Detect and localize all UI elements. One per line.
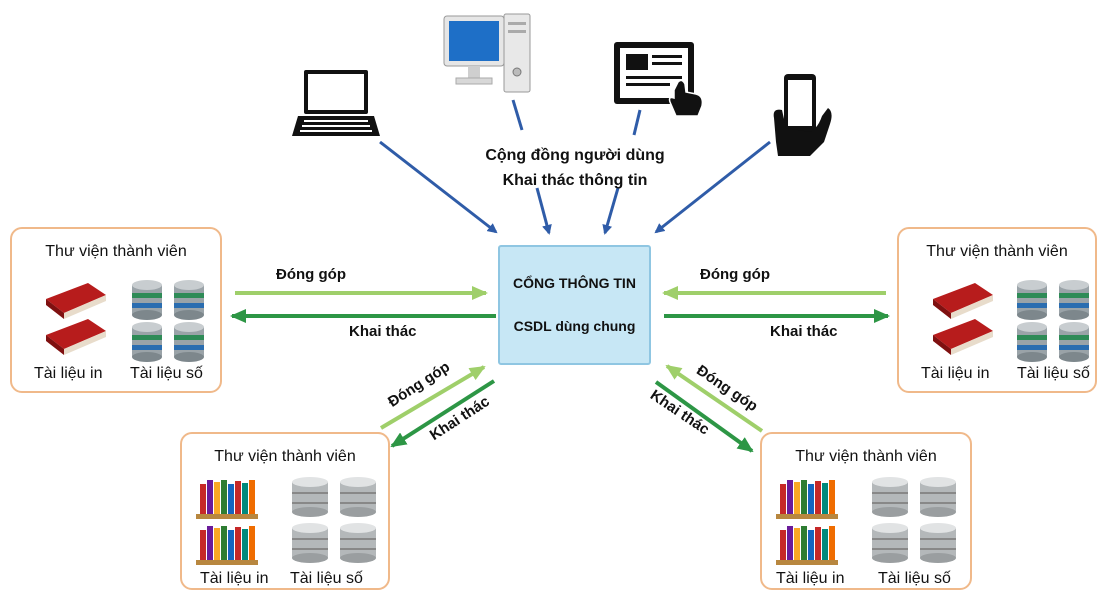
digital-docs-label: Tài liệu số xyxy=(1017,365,1090,382)
digital-docs-label: Tài liệu số xyxy=(290,570,363,587)
desktop-computer-icon xyxy=(442,10,532,94)
bookshelf-icon xyxy=(194,476,260,568)
right-exploit-label: Khai thác xyxy=(770,323,838,340)
user-community-label: Cộng đồng người dùng Khai thác thông tin xyxy=(455,143,695,193)
library-title: Thư viện thành viên xyxy=(214,448,356,465)
print-docs-label: Tài liệu in xyxy=(200,570,269,587)
bottom-right-contribute-arrow xyxy=(665,364,764,433)
bottom-left-exploit-arrow xyxy=(390,379,496,448)
tablet-touch-icon xyxy=(612,40,706,116)
library-bottom-left: Thư viện thành viên xyxy=(180,432,390,590)
print-docs-label: Tài liệu in xyxy=(921,365,990,382)
library-title: Thư viện thành viên xyxy=(926,243,1068,260)
library-bottom-right: Thư viện thành viên xyxy=(760,432,972,590)
shared-database-label: CSDL dùng chung xyxy=(513,318,636,334)
laptop-icon xyxy=(292,68,380,140)
portal-title: CỔNG THÔNG TIN xyxy=(513,275,636,291)
portal-hub: CỔNG THÔNG TIN CSDL dùng chung xyxy=(498,245,651,365)
digital-database-icon xyxy=(130,279,210,363)
phone-to-hub-arrow xyxy=(654,140,771,234)
tablet-to-hub-arrow xyxy=(602,187,620,235)
print-docs-label: Tài liệu in xyxy=(34,365,103,382)
print-docs-label: Tài liệu in xyxy=(776,570,845,587)
digital-docs-label: Tài liệu số xyxy=(130,365,203,382)
print-books-icon xyxy=(42,277,110,359)
desktop-to-hub-arrow xyxy=(535,187,552,235)
left-contribute-label: Đóng góp xyxy=(276,266,346,283)
digital-database-icon xyxy=(290,476,380,566)
laptop-to-hub-arrow xyxy=(379,140,498,234)
digital-docs-label: Tài liệu số xyxy=(878,570,951,587)
user-community-line1: Cộng đồng người dùng xyxy=(485,147,665,164)
library-right: Thư viện thành viên Tài liệu in Tài liệu… xyxy=(897,227,1097,393)
print-books-icon xyxy=(929,277,997,359)
digital-database-icon xyxy=(870,476,960,566)
right-contribute-label: Đóng góp xyxy=(700,266,770,283)
library-title: Thư viện thành viên xyxy=(45,243,187,260)
bookshelf-icon xyxy=(774,476,840,568)
library-left: Thư viện thành viên Tài liệu in Tài liệu… xyxy=(10,227,222,393)
bottom-right-exploit-arrow xyxy=(654,380,754,453)
library-title: Thư viện thành viên xyxy=(795,448,937,465)
smartphone-icon xyxy=(770,72,834,158)
digital-database-icon xyxy=(1015,279,1095,363)
left-exploit-label: Khai thác xyxy=(349,323,417,340)
user-community-line2: Khai thác thông tin xyxy=(502,172,648,189)
bottom-left-contribute-arrow xyxy=(379,365,486,430)
